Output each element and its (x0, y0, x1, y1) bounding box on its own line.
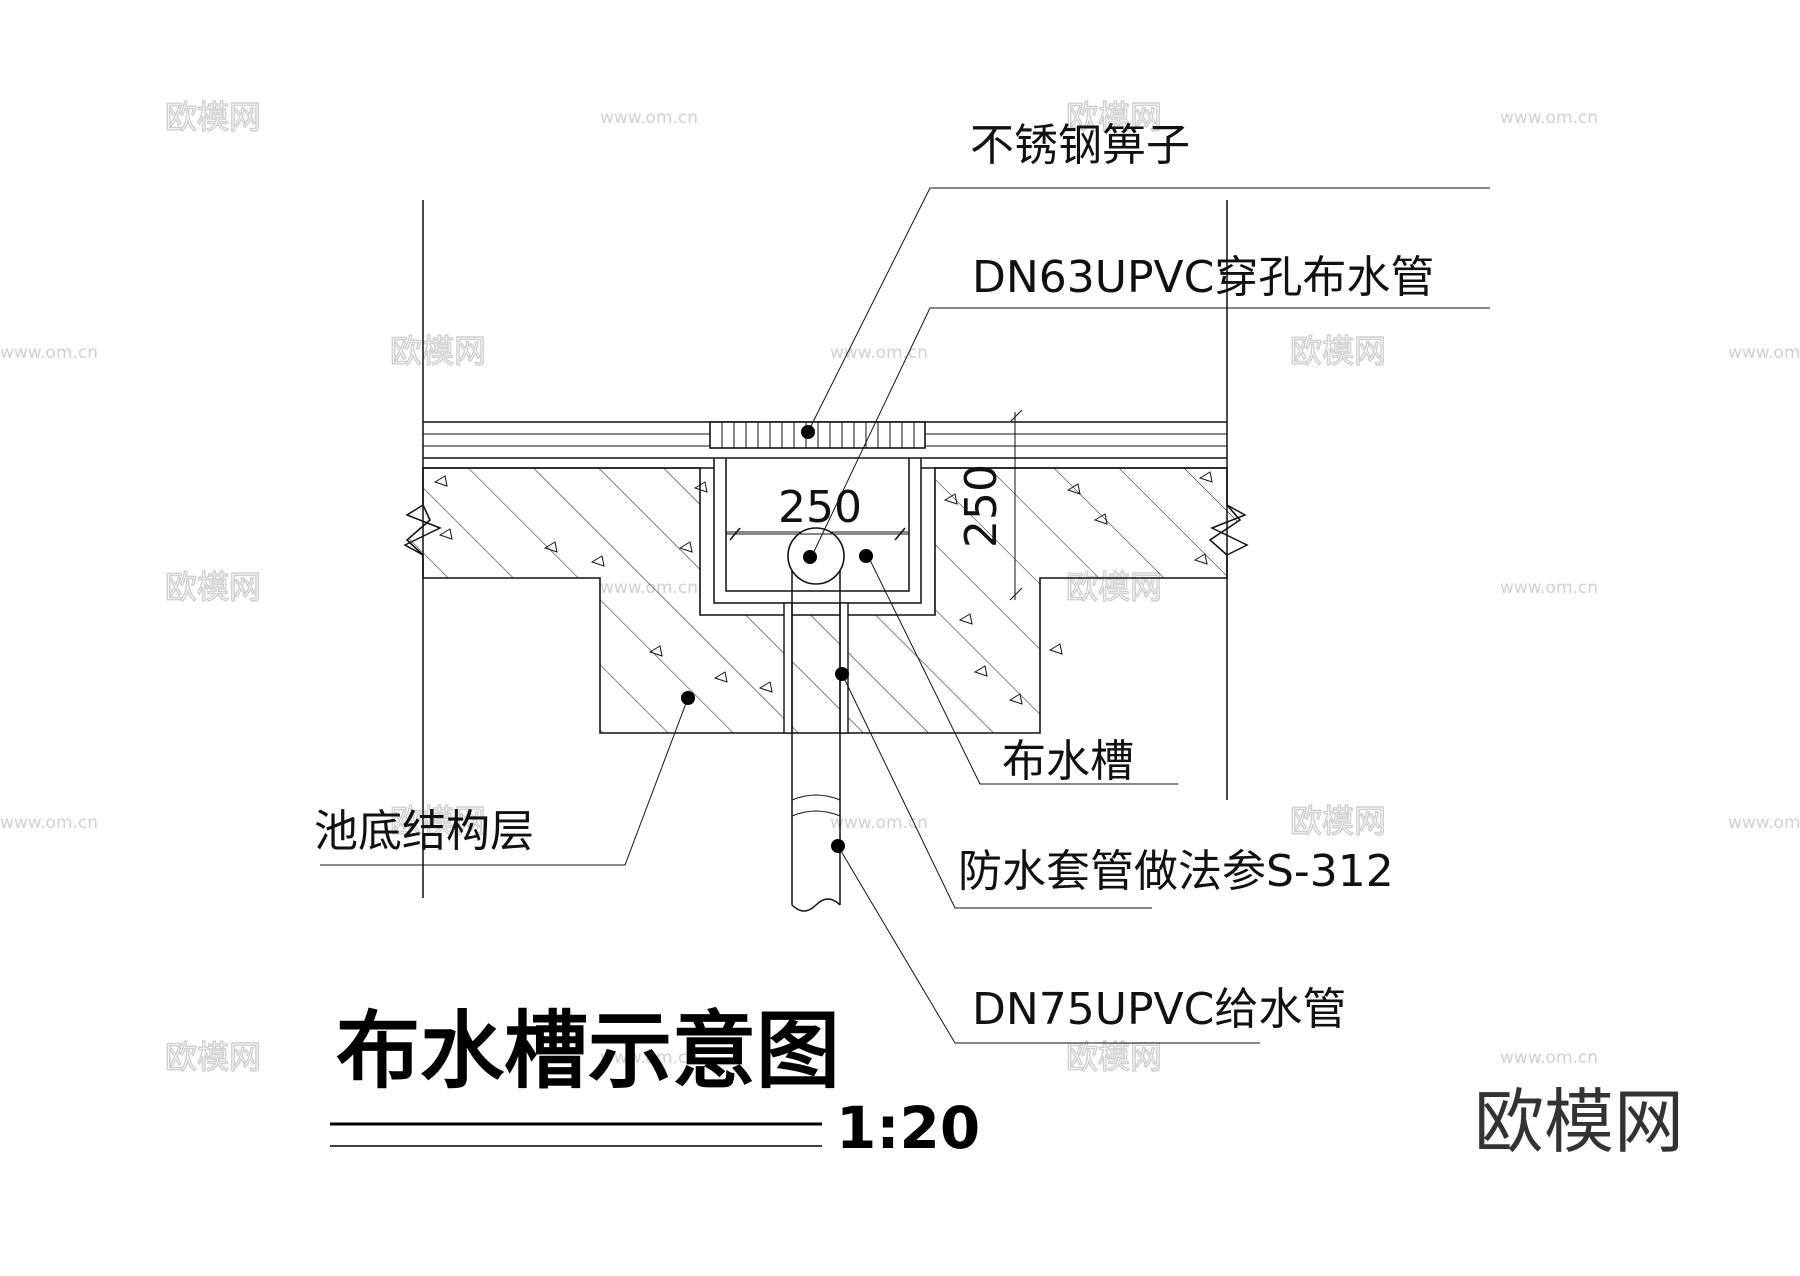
label-pool-bottom: 池底结构层 (314, 806, 534, 857)
drawing-title: 布水槽示意图 (336, 1002, 840, 1100)
watermark-text: 欧模网 (1066, 98, 1162, 136)
watermark-url: www.om.cn (830, 343, 928, 363)
watermark-text: 欧模网 (390, 802, 486, 840)
label-perforated-pipe: DN63UPVC穿孔布水管 (972, 252, 1434, 303)
supply-pipe (783, 560, 849, 912)
watermark-url: www.om.cn (1728, 813, 1800, 833)
watermark-text: 欧模网 (1290, 332, 1386, 370)
label-grate: 不锈钢箅子 (970, 120, 1190, 171)
watermark-text: 欧模网 (165, 568, 261, 606)
watermark-text: 欧模网 (390, 332, 486, 370)
title-block: 布水槽示意图 1:20 (330, 1002, 980, 1162)
leader-lines (320, 187, 1490, 1044)
watermark-url: www.om.cn (1728, 343, 1800, 363)
watermark-text: 欧模网 (1290, 802, 1386, 840)
dimension-lines (726, 409, 1023, 601)
watermark-url: www.om.cn (1500, 1048, 1598, 1068)
drawing-scale: 1:20 (836, 1094, 980, 1162)
dimension-depth-label: 250 (956, 464, 1007, 548)
watermark-url: www.om.cn (830, 813, 928, 833)
label-supply-pipe: DN75UPVC给水管 (972, 984, 1346, 1035)
dimension-width-label: 250 (778, 482, 862, 533)
label-channel: 布水槽 (1002, 736, 1134, 787)
stainless-grate (709, 421, 926, 449)
label-sleeve: 防水套管做法参S-312 (958, 846, 1394, 897)
watermark-url: www.om.cn (1500, 108, 1598, 128)
watermark-url: www.om.cn (1500, 578, 1598, 598)
watermark-url: www.om.cn (0, 343, 98, 363)
watermark-text: 欧模网 (165, 98, 261, 136)
watermark-url: www.om.cn (600, 108, 698, 128)
brand-logo: 欧模网 (1474, 1081, 1684, 1163)
watermark-url: www.om.cn (600, 1048, 698, 1068)
watermark-text: 欧模网 (1066, 1038, 1162, 1076)
watermark-url: www.om.cn (0, 813, 98, 833)
watermark-text: 欧模网 (165, 1038, 261, 1076)
leader-dots (681, 425, 873, 853)
